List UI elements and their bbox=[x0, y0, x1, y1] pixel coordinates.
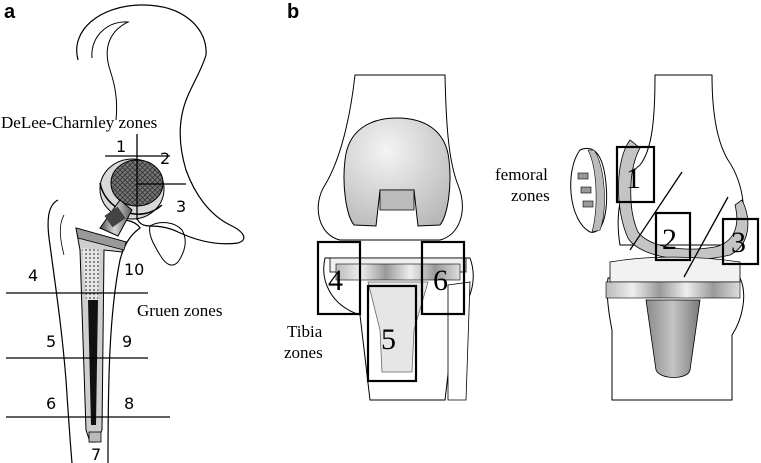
tibia-zones-label-line2: zones bbox=[284, 343, 323, 362]
panel-b: b 4 5 6 Tibia zones bbox=[284, 1, 760, 401]
obturator-outline bbox=[149, 222, 186, 266]
femoral-zone-lines bbox=[629, 171, 729, 278]
patella-component bbox=[570, 147, 608, 233]
gruen-zone-4-label: 4 bbox=[28, 266, 38, 285]
gruen-zone-9-label: 9 bbox=[122, 332, 132, 351]
pelvis-outline bbox=[76, 4, 245, 245]
femoral-zone-1-box bbox=[615, 145, 656, 204]
tibial-keel-lateral bbox=[645, 299, 701, 378]
femoral-zone-3-box bbox=[721, 217, 760, 266]
panel-a: a bbox=[1, 1, 245, 463]
gruen-zone-7-label: 7 bbox=[91, 445, 101, 463]
acetabular-cup bbox=[99, 158, 165, 220]
gruen-zone-6-label: 6 bbox=[46, 394, 56, 413]
tibia-zone-4-label: 4 bbox=[328, 264, 343, 297]
panel-b-letter: b bbox=[287, 1, 299, 23]
femoral-zones-label-line2: zones bbox=[511, 186, 550, 205]
delee-zone-3-label: 3 bbox=[176, 197, 186, 216]
femoral-zone-1-label: 1 bbox=[626, 162, 641, 195]
gruen-zone-8-label: 8 bbox=[124, 394, 134, 413]
delee-charnley-label: DeLee-Charnley zones bbox=[1, 113, 157, 132]
panel-a-letter: a bbox=[4, 1, 16, 23]
delee-zone-2-label: 2 bbox=[160, 149, 170, 168]
femoral-component bbox=[343, 117, 451, 227]
tibia-zone-6-box bbox=[420, 240, 466, 316]
knee-frontal-view: 4 5 6 Tibia zones bbox=[284, 74, 474, 401]
tibia-zone-5-label: 5 bbox=[381, 323, 396, 356]
femoral-zone-2-label: 2 bbox=[662, 223, 677, 256]
delee-zone-lines bbox=[105, 134, 186, 220]
femoral-zones-label-line1: femoral bbox=[495, 165, 548, 184]
gruen-zones-label: Gruen zones bbox=[137, 301, 222, 320]
tibia-zone-5-box bbox=[366, 284, 418, 383]
gruen-zone-lines bbox=[6, 292, 170, 418]
tibia-zone-4-box bbox=[316, 240, 362, 316]
femoral-zone-3-label: 3 bbox=[731, 226, 746, 259]
delee-zone-1-label: 1 bbox=[116, 137, 126, 156]
femur-outline bbox=[47, 199, 141, 463]
gruen-zone-10-label: 10 bbox=[124, 260, 144, 279]
ilium-inner-outline bbox=[91, 21, 130, 121]
tibia-zone-6-label: 6 bbox=[433, 264, 448, 297]
tibia-zones-label-line1: Tibia bbox=[287, 322, 323, 341]
tibial-tray-lateral bbox=[605, 281, 741, 299]
tibial-keel-frontal bbox=[367, 281, 429, 373]
femoral-stem bbox=[75, 227, 127, 443]
fibula-frontal-outline bbox=[447, 281, 471, 401]
femoral-zone-2-box bbox=[654, 211, 692, 262]
tibial-tray bbox=[335, 263, 461, 281]
femoral-component-lateral bbox=[618, 139, 749, 260]
knee-lateral-view: 1 2 3 femoral zones bbox=[495, 74, 760, 401]
stem-neck bbox=[99, 199, 133, 237]
tibial-insert-lateral bbox=[609, 256, 741, 283]
gruen-zone-5-label: 5 bbox=[46, 332, 56, 351]
